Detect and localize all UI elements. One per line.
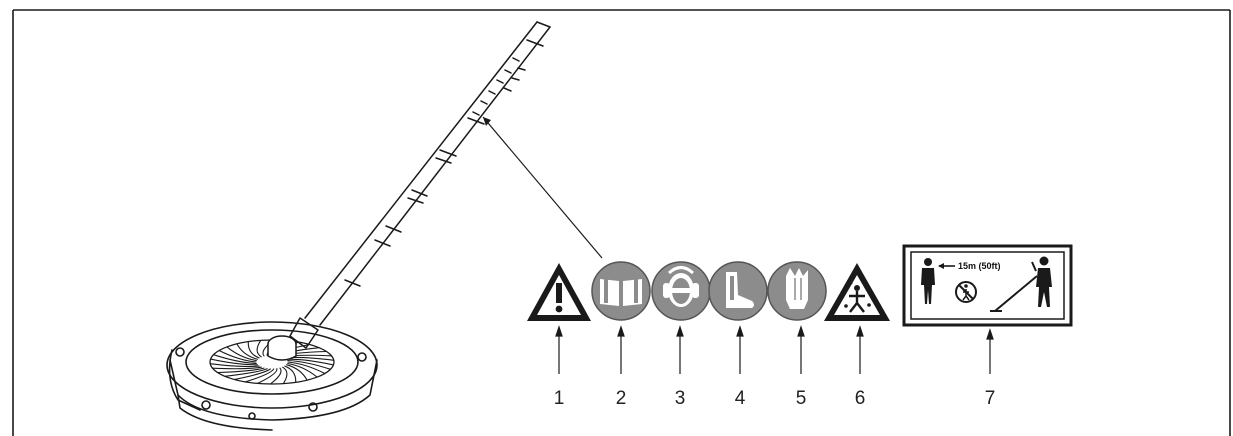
no-entry-icon [955, 281, 977, 303]
thrown-objects-warning-icon [824, 263, 890, 321]
rotor-fin [287, 362, 318, 378]
eye-ear-protection-icon [651, 261, 711, 321]
operator-figure-icon [990, 256, 1052, 312]
rotor-fin [211, 366, 262, 370]
read-manual-icon [591, 261, 651, 321]
safety-boots-icon [708, 261, 768, 321]
rotor-fin [284, 365, 297, 383]
rotor-fin [256, 368, 278, 384]
rotor-fin [209, 358, 258, 366]
symbol-pointer-arrows [555, 325, 994, 374]
rotor-fin [233, 368, 271, 381]
symbol-number-1: 1 [554, 388, 565, 409]
rotor-fin [287, 359, 331, 370]
label-callout-line [482, 116, 603, 259]
rotor-fin [282, 366, 288, 385]
warning-triangle-icon [527, 263, 591, 321]
symbol-number-3: 3 [675, 388, 686, 409]
symbol-number-7: 7 [985, 388, 996, 409]
rotor-fin [224, 368, 268, 377]
bystander-figure-icon [921, 258, 935, 304]
rotor-fin [286, 364, 308, 381]
safety-distance-text: 15m (50ft) [958, 261, 1001, 271]
figure-border [12, 9, 1231, 436]
symbol-number-5: 5 [796, 388, 807, 409]
label-callout-arrowhead [483, 117, 491, 126]
rotor-fin [209, 363, 260, 368]
trimmer-illustration [166, 21, 551, 431]
gloves-icon [767, 261, 827, 321]
rotor-fin [216, 367, 265, 374]
rotor-fin [244, 368, 275, 383]
rotor-fin [247, 341, 260, 359]
rotor-fin [218, 349, 257, 363]
symbol-number-6: 6 [855, 388, 866, 409]
trimmer-shaft [289, 21, 551, 349]
rotor-fin [236, 343, 258, 360]
rotor-fin [213, 354, 257, 365]
rotor-fin [226, 346, 257, 362]
symbol-number-2: 2 [616, 388, 627, 409]
trimmer-head [166, 321, 378, 431]
rotor-fin [256, 339, 262, 358]
keep-distance-sign-icon [902, 244, 1073, 327]
rotor-fin [287, 361, 326, 375]
rotor-fin [269, 367, 282, 385]
symbol-number-4: 4 [735, 388, 746, 409]
